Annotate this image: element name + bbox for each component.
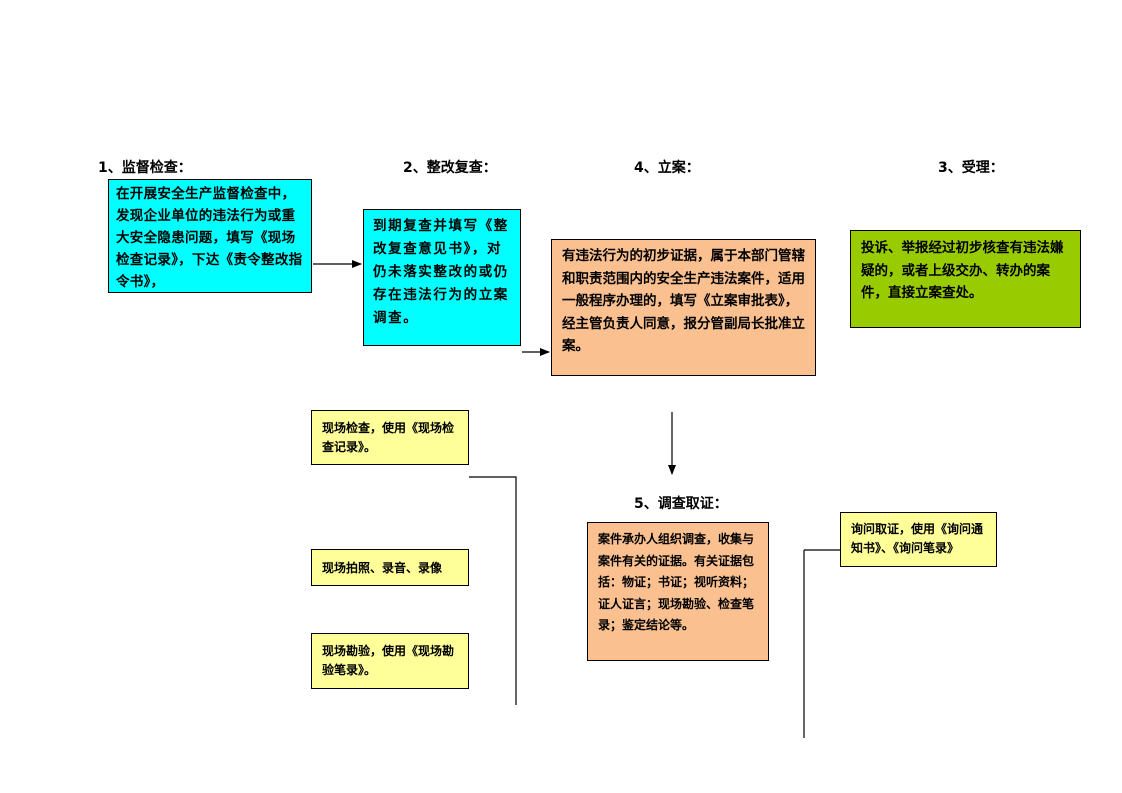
- investigate-box: 案件承办人组织调查，收集与案件有关的证据。有关证据包括：物证；书证；视听资料；证…: [587, 522, 769, 661]
- heading-rectify: 2、整改复查：: [403, 160, 497, 176]
- heading-investigate: 5、调查取证：: [634, 496, 728, 512]
- inquiry-text: 询问取证，使用《询问通知书》、《询问笔录》: [851, 522, 984, 555]
- investigate-text: 案件承办人组织调查，收集与案件有关的证据。有关证据包括：物证；书证；视听资料；证…: [598, 532, 755, 632]
- photo-audio-video-text: 现场拍照、录音、录像: [322, 561, 443, 575]
- site-survey-text: 现场勘验，使用《现场勘验笔录》。: [322, 644, 455, 677]
- heading-register: 4、立案：: [634, 160, 700, 176]
- accept-text: 投诉、举报经过初步核查有违法嫌疑的，或者上级交办、转办的案件，直接立案查处。: [861, 240, 1064, 301]
- heading-accept: 3、受理：: [938, 160, 1004, 176]
- supervise-text: 在开展安全生产监督检查中，发现企业单位的违法行为或重大安全隐患问题，填写《现场检…: [116, 186, 303, 290]
- inquiry-box: 询问取证，使用《询问通知书》、《询问笔录》: [840, 512, 997, 567]
- photo-audio-video-box: 现场拍照、录音、录像: [311, 549, 469, 586]
- rectify-text: 到期复查并填写《整改复查意见书》，对仍未落实整改的或仍存在违法行为的立案调查。: [373, 218, 509, 326]
- supervise-box: 在开展安全生产监督检查中，发现企业单位的违法行为或重大安全隐患问题，填写《现场检…: [108, 179, 312, 293]
- site-inspection-text: 现场检查，使用《现场检查记录》。: [322, 421, 455, 454]
- accept-box: 投诉、举报经过初步核查有违法嫌疑的，或者上级交办、转办的案件，直接立案查处。: [850, 230, 1081, 328]
- site-survey-box: 现场勘验，使用《现场勘验笔录》。: [311, 633, 469, 689]
- register-box: 有违法行为的初步证据，属于本部门管辖和职责范围内的安全生产违法案件，适用一般程序…: [551, 239, 816, 376]
- rectify-box: 到期复查并填写《整改复查意见书》，对仍未落实整改的或仍存在违法行为的立案调查。: [363, 209, 521, 346]
- register-text: 有违法行为的初步证据，属于本部门管辖和职责范围内的安全生产违法案件，适用一般程序…: [562, 248, 805, 354]
- bracket-left-evidence: [469, 476, 517, 705]
- heading-supervise: 1、监督检查：: [98, 160, 192, 176]
- site-inspection-box: 现场检查，使用《现场检查记录》。: [311, 410, 469, 465]
